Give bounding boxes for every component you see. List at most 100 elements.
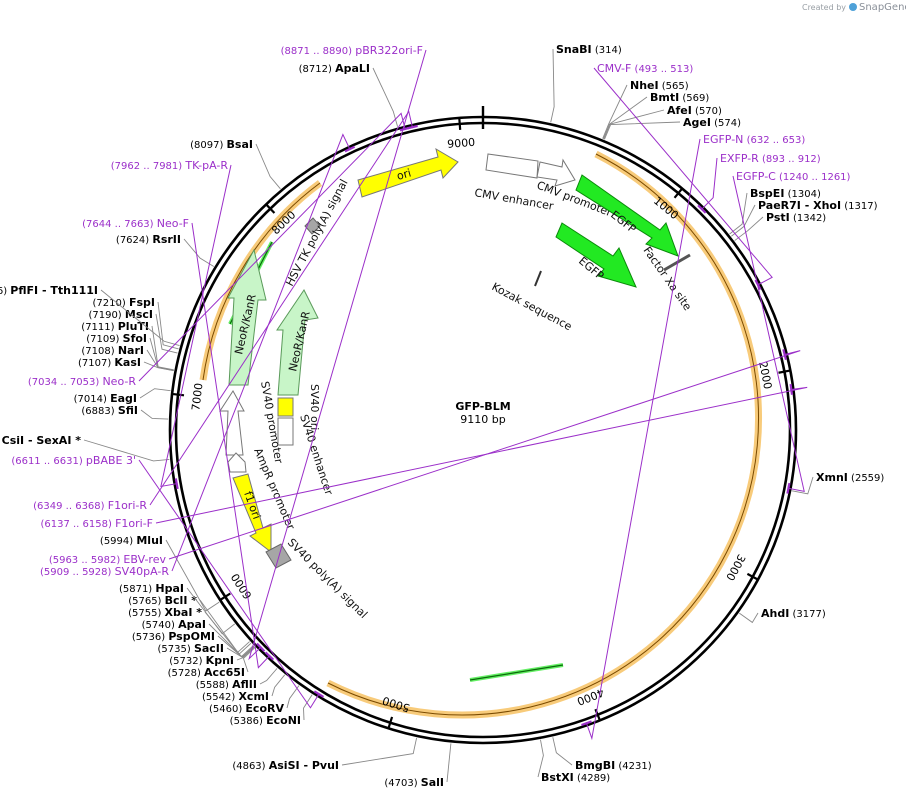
primer-label[interactable]: EXFP-R (893 .. 912) <box>720 152 821 165</box>
orf-bands <box>199 150 762 719</box>
enzyme-label[interactable]: (5588) AflII <box>196 678 257 691</box>
enzyme-label[interactable]: (8712) ApaLI <box>299 62 370 75</box>
primer-leader <box>155 386 808 524</box>
enzyme-label[interactable]: (5460) EcoRV <box>209 702 284 715</box>
enzyme-label[interactable]: (5740) ApaI <box>142 618 206 631</box>
primer-label[interactable]: EGFP-C (1240 .. 1261) <box>736 170 851 183</box>
enzyme-leader <box>603 96 648 140</box>
plasmid-name: GFP-BLM <box>455 400 510 413</box>
feature-factor-xa-label: Factor Xa site <box>641 244 695 313</box>
enzyme-label[interactable]: SnaBI (314) <box>556 43 622 56</box>
enzyme-label[interactable]: (5732) KpnI <box>169 654 234 667</box>
enzyme-label[interactable]: (6697) CsiI - SexAI * <box>0 434 81 447</box>
enzyme-leader <box>217 635 255 658</box>
enzyme-label[interactable]: (7190) MscI <box>88 308 153 321</box>
primer-leader <box>160 164 232 488</box>
enzyme-label[interactable]: (7111) PluTI <box>81 320 149 333</box>
enzyme-label[interactable]: (7624) RsrII <box>116 233 181 246</box>
egfp-band-bottom-line <box>469 664 564 681</box>
feature-egfp-inner-arrow <box>555 222 637 288</box>
enzyme-label[interactable]: (7210) FspI <box>93 296 155 309</box>
enzyme-label[interactable]: (8097) BsaI <box>190 138 253 151</box>
enzyme-leader <box>604 121 681 140</box>
scale-tick <box>746 572 758 581</box>
scale-tick-label: 7000 <box>189 382 205 411</box>
enzyme-leader <box>552 737 573 766</box>
primer-mark <box>256 642 266 653</box>
enzyme-label[interactable]: PaeR7I - XhoI (1317) <box>758 199 878 212</box>
orf-band-neo-line <box>202 182 321 381</box>
primer-leader <box>700 157 718 211</box>
snapgene-brand: SnapGene <box>859 2 906 13</box>
enzyme-label[interactable]: BmtI (569) <box>650 91 709 104</box>
primer-label[interactable]: (5963 .. 5982) EBV-rev <box>49 553 167 566</box>
enzyme-label[interactable]: (7107) KasI <box>78 356 141 369</box>
primer-label[interactable]: (7644 .. 7663) Neo-F <box>82 217 189 230</box>
enzyme-label[interactable]: (5994) MluI <box>100 534 163 547</box>
enzyme-label[interactable]: BstXI (4289) <box>541 771 610 784</box>
enzyme-label[interactable]: (5735) SacII <box>158 642 225 655</box>
primer-label[interactable]: (6349 .. 6368) F1ori-R <box>33 499 147 512</box>
plasmid-length: 9110 bp <box>460 413 505 426</box>
primer-mark <box>789 384 794 395</box>
enzyme-label[interactable]: NheI (565) <box>630 79 689 92</box>
enzyme-label[interactable]: (5386) EcoNI <box>230 714 301 727</box>
primer-label[interactable]: (7962 .. 7981) TK-pA-R <box>111 159 229 172</box>
orf-band-blm <box>326 150 762 719</box>
enzyme-label[interactable]: (7226) PflFI - Tth111I <box>0 284 98 297</box>
feature-sv40-polya-label: SV40 poly(A) signal <box>285 536 370 621</box>
enzyme-label[interactable]: BmgBI (4231) <box>575 759 652 772</box>
enzyme-label[interactable]: (4863) AsiSI - PvuI <box>232 759 339 772</box>
enzyme-label[interactable]: AgeI (574) <box>683 116 741 129</box>
feature-kozak-label: Kozak sequence <box>490 280 575 333</box>
primer-leader <box>168 350 801 560</box>
primer-label[interactable]: (8871 .. 8890) pBR322ori-F <box>281 44 423 57</box>
primer-leader <box>138 112 406 382</box>
feature-neor-inner-arrow <box>276 289 319 396</box>
feature-sv40-ori-label: SV40 ori <box>308 384 321 430</box>
enzyme-leader <box>602 84 628 139</box>
primer-label[interactable]: (5909 .. 5928) SV40pA-R <box>40 565 169 578</box>
feature-f1-ori-arrow <box>232 473 272 554</box>
enzyme-label[interactable]: (5728) Acc65I <box>168 666 245 679</box>
primer-leader <box>585 138 701 741</box>
backbone-outer-strand <box>168 115 798 745</box>
enzyme-leader <box>729 192 748 235</box>
primer-leader <box>248 49 427 661</box>
enzyme-label[interactable]: AhdI (3177) <box>761 607 826 620</box>
enzyme-leader <box>791 476 814 495</box>
primer-label[interactable]: (7034 .. 7053) Neo-R <box>28 375 137 388</box>
enzyme-label[interactable]: BspEI (1304) <box>750 187 821 200</box>
enzyme-label[interactable]: (4703) SalI <box>384 776 444 789</box>
primer-label[interactable]: (6611 .. 6631) pBABE 3' <box>11 454 136 467</box>
enzyme-label[interactable]: (7109) SfoI <box>86 332 147 345</box>
enzyme-label[interactable]: (5755) XbaI * <box>128 606 202 619</box>
enzyme-label[interactable]: (5871) HpaI <box>119 582 184 595</box>
enzyme-leader <box>271 674 286 697</box>
scale-tick <box>458 118 462 130</box>
enzyme-label[interactable]: PstI (1342) <box>766 211 826 224</box>
enzyme-label[interactable]: (5736) PspOMI <box>132 630 215 643</box>
feature-kozak-mark <box>534 270 542 287</box>
enzyme-label[interactable]: AfeI (570) <box>667 104 722 117</box>
created-by-text: Created by <box>802 3 846 12</box>
enzyme-label[interactable]: (7014) EagI <box>74 392 137 405</box>
enzyme-leader <box>303 694 313 721</box>
primer-label[interactable]: EGFP-N (632 .. 653) <box>703 133 805 146</box>
enzyme-label[interactable]: (6883) SfiI <box>81 404 138 417</box>
feature-ori-arrow <box>357 147 459 198</box>
feature-ampr-promoter-arrow <box>227 452 247 473</box>
feature-factor-xa-mark <box>663 253 691 272</box>
scale-tick-label: 6000 <box>229 571 255 602</box>
enzyme-label[interactable]: (5765) BclI * <box>128 594 197 607</box>
primer-label[interactable]: (6137 .. 6158) F1ori-F <box>40 517 153 530</box>
feature-hsv-tk-label: HSV TK poly(A) signal <box>283 177 350 288</box>
primer-mark <box>344 145 356 153</box>
feature-cmv-enhancer-arrow <box>485 153 539 179</box>
primer-leader <box>732 175 805 492</box>
scale-tick <box>172 392 185 397</box>
enzyme-label[interactable]: (5542) XcmI <box>202 690 269 703</box>
enzyme-label[interactable]: (7108) NarI <box>81 344 144 357</box>
primer-label[interactable]: CMV-F (493 .. 513) <box>597 62 693 75</box>
enzyme-label[interactable]: XmnI (2559) <box>816 471 884 484</box>
